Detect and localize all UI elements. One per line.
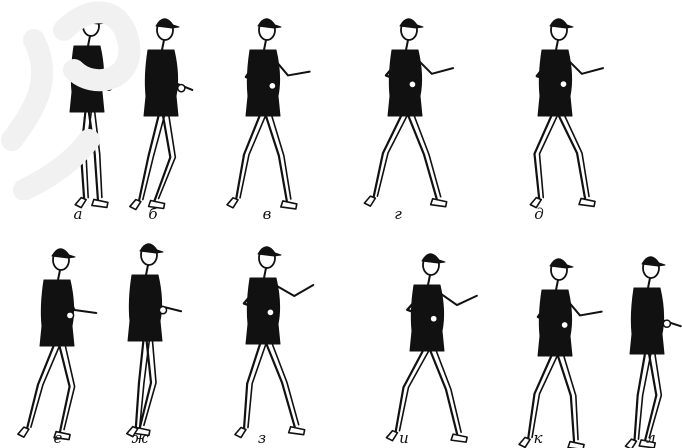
label-e: е xyxy=(43,430,73,446)
walker-figure-10 xyxy=(519,259,602,448)
walker-figure-11 xyxy=(625,257,680,448)
label-b: б xyxy=(138,206,168,222)
label-i: и xyxy=(389,430,419,446)
label-d: д xyxy=(524,206,554,222)
walker-figure-5 xyxy=(530,19,603,208)
walker-figure-7 xyxy=(127,244,181,437)
walker-figure-4 xyxy=(364,19,453,207)
label-v: в xyxy=(252,206,282,222)
label-zh: ж xyxy=(125,430,155,446)
label-l: л xyxy=(636,430,666,446)
label-g: г xyxy=(383,206,413,222)
walker-figure-8 xyxy=(235,247,313,438)
label-k: к xyxy=(523,430,553,446)
label-a: а xyxy=(63,206,93,222)
walker-figure-9 xyxy=(386,254,476,442)
walker-figure-2 xyxy=(130,19,192,210)
walker-figure-6 xyxy=(18,249,96,440)
walker-figure-1 xyxy=(70,15,120,208)
label-z: з xyxy=(247,430,277,446)
walker-figure-3 xyxy=(227,19,310,209)
